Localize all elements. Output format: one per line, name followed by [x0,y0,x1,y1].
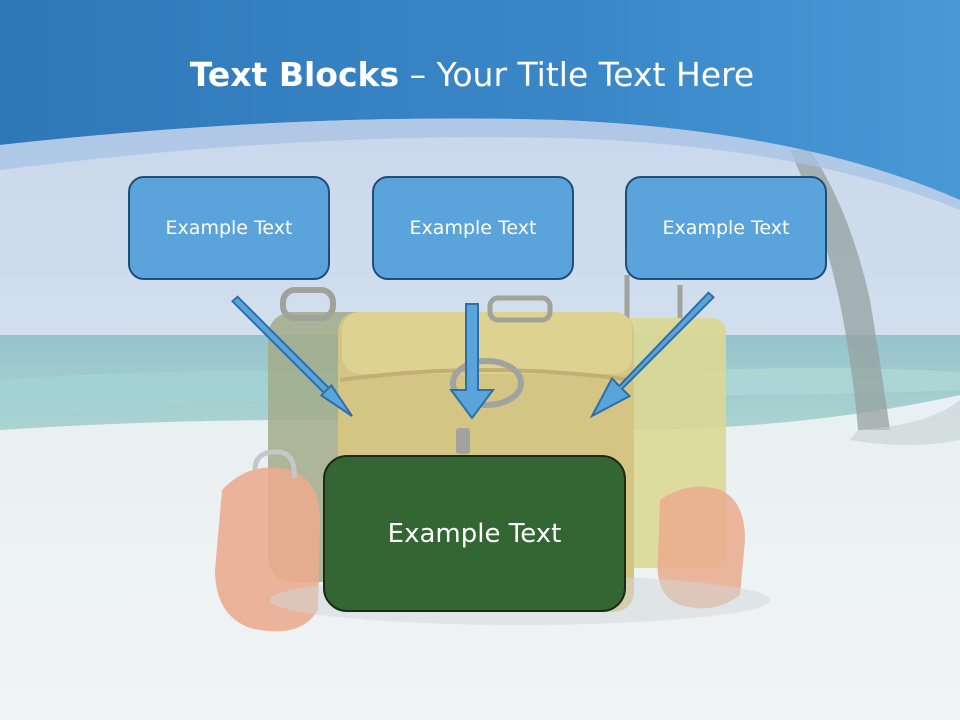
text-block-3[interactable]: Example Text [625,176,827,280]
arrow-left [231,295,353,417]
slide-title: Text Blocks – Your Title Text Here [0,55,944,94]
text-block-main[interactable]: Example Text [323,455,626,612]
arrow-right [589,291,715,419]
arrow-middle [449,303,495,420]
text-block-2[interactable]: Example Text [372,176,574,280]
title-rest-part: – Your Title Text Here [399,55,755,94]
title-bold-part: Text Blocks [189,55,400,94]
text-block-1[interactable]: Example Text [128,176,330,280]
